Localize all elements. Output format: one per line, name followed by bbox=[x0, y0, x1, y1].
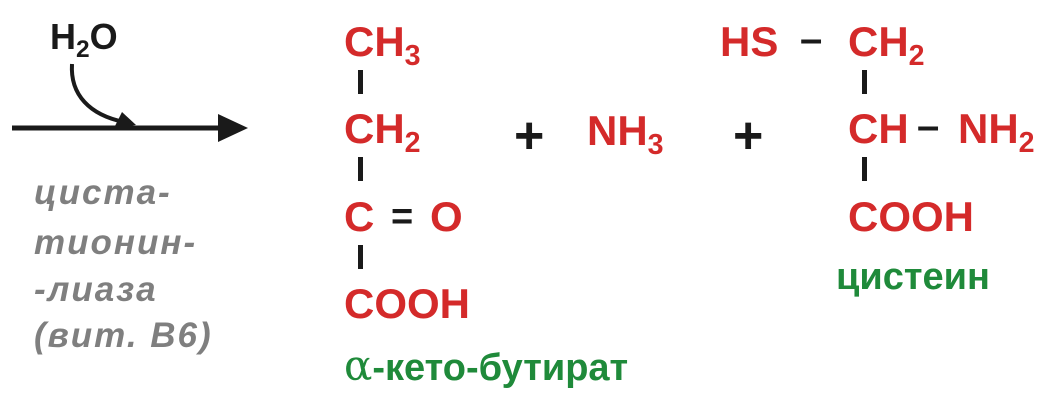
reaction-arrow bbox=[12, 63, 248, 142]
bond-hs-ch2: – bbox=[800, 17, 823, 61]
ketobutyrate-name: α-кето-бутират bbox=[344, 341, 629, 390]
bond-ch3-ch2 bbox=[358, 70, 363, 94]
plus-sign-2: + bbox=[733, 107, 764, 165]
water-curve bbox=[69, 63, 125, 124]
enzyme-line-2: тионин- bbox=[34, 223, 198, 262]
bond-ch-cooh bbox=[862, 157, 867, 181]
amino-group: NH2 bbox=[958, 105, 1035, 160]
bond-ch2-c bbox=[358, 157, 363, 181]
ch2-group: CH2 bbox=[344, 105, 421, 160]
plus-sign-1: + bbox=[514, 107, 545, 165]
bond-c-cooh bbox=[358, 245, 363, 269]
carbonyl-carbon: C bbox=[344, 193, 375, 240]
cysteine-name: цистеин bbox=[836, 256, 990, 298]
water-formula: H2O bbox=[50, 16, 118, 63]
double-bond: = bbox=[391, 196, 414, 238]
ammonia-formula: NH3 bbox=[587, 107, 664, 162]
enzyme-line-3: -лиаза bbox=[34, 270, 158, 309]
bond-ch2-ch bbox=[862, 70, 867, 94]
alpha-carbon: CH bbox=[848, 105, 909, 152]
cooh-group: COOH bbox=[344, 280, 470, 327]
cysteine-ch2-group: CH2 bbox=[848, 18, 925, 73]
cysteine-cooh-group: COOH bbox=[848, 193, 974, 240]
bond-ch-nh2: – bbox=[917, 104, 940, 148]
ch3-group: CH3 bbox=[344, 18, 421, 73]
hs-group: HS bbox=[720, 18, 779, 65]
carbonyl-oxygen: O bbox=[430, 193, 463, 240]
enzyme-cofactor: (вит. B6) bbox=[34, 316, 213, 355]
enzyme-line-1: циста- bbox=[34, 173, 172, 212]
arrow-head bbox=[218, 114, 248, 142]
water-curve-arrowhead bbox=[114, 112, 136, 128]
